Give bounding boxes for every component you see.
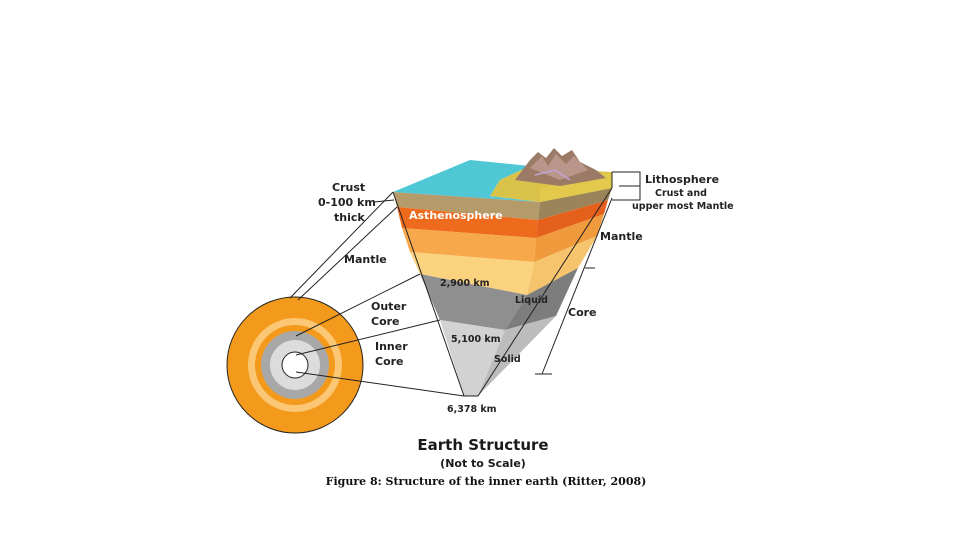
- depth-2900-label: 2,900 km: [440, 278, 490, 289]
- solid-label: Solid: [494, 354, 521, 365]
- crust-label-line2: 0-100 km: [318, 196, 376, 209]
- diagram-subtitle: (Not to Scale): [440, 457, 526, 470]
- inner-core-label-line2: Core: [375, 355, 404, 368]
- earth-cross-section-circle: [227, 297, 363, 433]
- outer-core-label-line1: Outer: [371, 300, 407, 313]
- liquid-label: Liquid: [515, 295, 548, 306]
- mountains: [515, 148, 606, 186]
- depth-5100-label: 5,100 km: [451, 334, 501, 345]
- lithosphere-sub-line2: upper most Mantle: [632, 201, 734, 212]
- figure-caption: Figure 8: Structure of the inner earth (…: [326, 475, 647, 488]
- mantle-left-label: Mantle: [344, 253, 387, 266]
- crust-label-line1: Crust: [332, 181, 365, 194]
- lithosphere-sub-line1: Crust and: [655, 188, 707, 199]
- mantle-right-label: Mantle: [600, 230, 643, 243]
- crust-label-line3: thick: [334, 211, 365, 224]
- diagram-title: Earth Structure: [417, 436, 548, 454]
- lithosphere-label: Lithosphere: [645, 173, 719, 186]
- depth-6378-label: 6,378 km: [447, 404, 497, 415]
- core-right-label: Core: [568, 306, 597, 319]
- inner-core-label-line1: Inner: [375, 340, 408, 353]
- outer-core-label-line2: Core: [371, 315, 400, 328]
- asthenosphere-label: Asthenosphere: [409, 209, 503, 222]
